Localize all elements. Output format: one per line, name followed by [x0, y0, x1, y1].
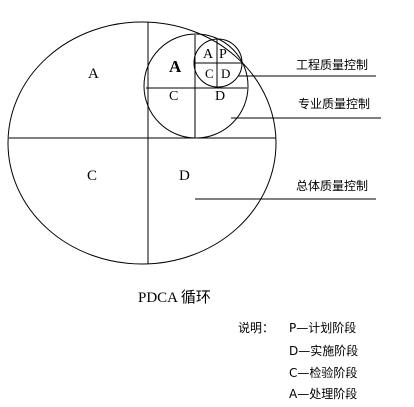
diagram-caption: PDCA 循环: [138, 289, 211, 306]
legend-item-do: D—实施阶段: [289, 343, 358, 358]
total-quadrant-bottom-left: C: [87, 168, 97, 184]
specialty-quality-label: 专业质量控制: [298, 96, 370, 111]
total-cycle: [7, 21, 277, 265]
legend-item-act: A—处理阶段: [289, 386, 357, 401]
total-quadrant-top-left: A: [88, 66, 99, 82]
specialty-quadrant-bottom-left: C: [169, 89, 178, 104]
engineering-quadrant-top-left: A: [203, 47, 214, 62]
legend-item-check: C—检验阶段: [289, 365, 357, 380]
total-cycle-ellipse: [7, 21, 277, 265]
specialty-cycle: [143, 33, 249, 139]
engineering-cycle: [193, 38, 243, 88]
total-quality-label: 总体质量控制: [296, 179, 368, 193]
legend-item-plan: P—计划阶段: [289, 320, 356, 335]
engineering-quadrant-bottom-right: D: [221, 66, 230, 81]
specialty-quadrant-bottom-right: D: [215, 89, 225, 104]
leader-lines: [195, 75, 381, 200]
total-quadrant-bottom-right: D: [179, 168, 190, 184]
engineering-quadrant-bottom-left: C: [205, 66, 214, 81]
engineering-quadrant-top-right: P: [219, 47, 227, 62]
specialty-quadrant-top-left: A: [169, 57, 182, 76]
engineering-quality-label: 工程质量控制: [296, 57, 368, 72]
legend-heading: 说明：: [238, 320, 274, 335]
specialty-cycle-circle: [143, 33, 249, 139]
